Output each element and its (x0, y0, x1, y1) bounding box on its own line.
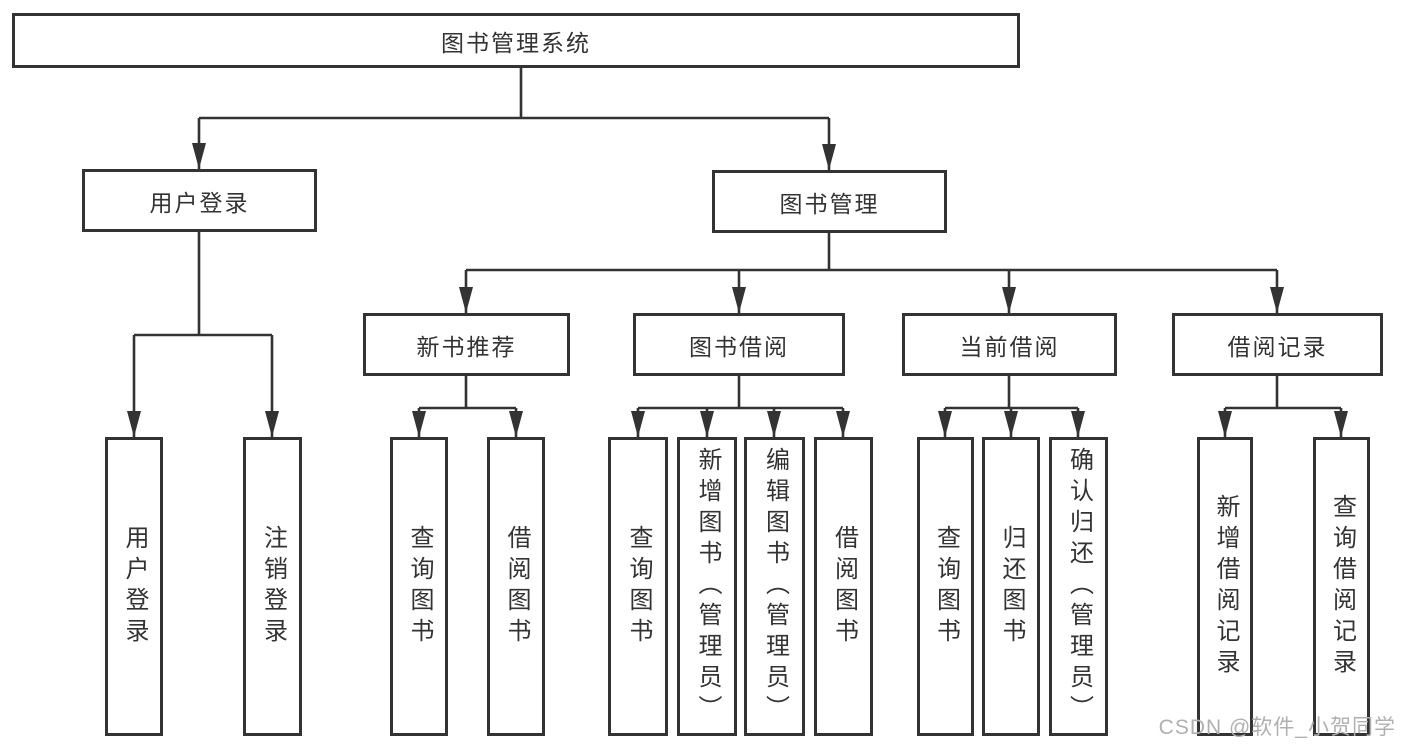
node-new-book-recommend: 新书推荐 (363, 313, 570, 376)
node-book-management: 图书管理 (712, 170, 947, 233)
leaf-user-login: 用户登录 (105, 437, 163, 736)
node-borrow-records: 借阅记录 (1172, 313, 1383, 376)
leaf-query-book-recommend: 查询图书 (390, 437, 448, 736)
leaf-add-book-admin: 新增图书（管理员） (677, 437, 737, 736)
node-book-borrow: 图书借阅 (633, 313, 845, 376)
node-current-borrow: 当前借阅 (902, 313, 1117, 376)
leaf-confirm-return-admin: 确认归还（管理员） (1049, 437, 1108, 736)
leaf-borrow-book-recommend: 借阅图书 (487, 437, 545, 736)
leaf-query-book-current: 查询图书 (917, 437, 974, 736)
leaf-edit-book-admin: 编辑图书（管理员） (744, 437, 805, 736)
node-root: 图书管理系统 (12, 13, 1020, 68)
leaf-return-book: 归还图书 (982, 437, 1040, 736)
leaf-add-borrow-record: 新增借阅记录 (1197, 437, 1253, 736)
leaf-borrow-book-borrow: 借阅图书 (814, 437, 873, 736)
leaf-query-book-borrow: 查询图书 (608, 437, 668, 736)
node-user-login: 用户登录 (82, 169, 317, 232)
leaf-query-borrow-record: 查询借阅记录 (1313, 437, 1370, 736)
leaf-logout: 注销登录 (243, 437, 302, 736)
csdn-watermark: CSDN @软件_小贺同学 (1158, 716, 1396, 739)
